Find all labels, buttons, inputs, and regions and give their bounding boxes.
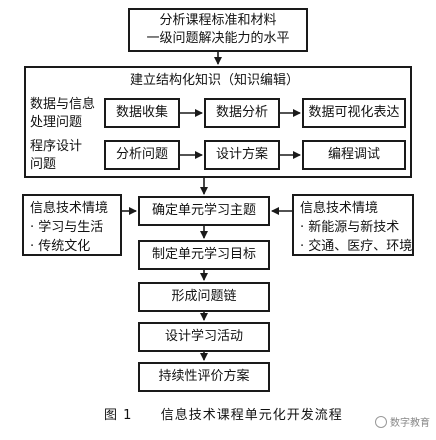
watermark-text: 数字教育 — [390, 418, 430, 429]
right-context-title: 信息技术情境 — [300, 201, 379, 216]
flow-step-design-activities: 设计学习活动 — [138, 322, 270, 352]
left-context-item: · 学习与生活 — [30, 220, 104, 235]
left-context-title: 信息技术情境 — [30, 201, 109, 216]
watermark: 数字教育 — [375, 414, 430, 429]
row1-label: 数据与信息 处理问题 — [30, 97, 96, 130]
row2-label: 程序设计 问题 — [30, 139, 83, 172]
figure-title: 信息技术课程单元化开发流程 — [160, 408, 343, 423]
knowledge-title: 建立结构化知识（知识编辑） — [130, 73, 300, 88]
right-context-item: · 交通、医疗、环境 — [300, 239, 413, 254]
top-box-line2: 一级问题解决能力的水平 — [146, 31, 290, 46]
right-context-item: · 新能源与新技术 — [300, 220, 400, 235]
top-box-line1: 分析课程标准和材料 — [159, 13, 277, 28]
flow-step-set-goals: 制定单元学习目标 — [138, 240, 270, 270]
knowledge-container — [24, 66, 412, 178]
step-data-analysis: 数据分析 — [204, 98, 280, 128]
left-context-item: · 传统文化 — [30, 239, 91, 254]
step-analyze-problem: 分析问题 — [104, 140, 180, 170]
wechat-icon — [375, 415, 387, 428]
flow-step-problem-chain: 形成问题链 — [138, 282, 270, 312]
figure-number: 图 1 — [104, 408, 133, 423]
step-programming-debug: 编程调试 — [302, 140, 406, 170]
step-design-plan: 设计方案 — [204, 140, 280, 170]
figure-caption: 图 1 信息技术课程单元化开发流程 — [104, 404, 343, 423]
flow-step-determine-theme: 确定单元学习主题 — [138, 196, 270, 226]
left-context-box: 信息技术情境 · 学习与生活 · 传统文化 — [22, 194, 122, 256]
right-context-box: 信息技术情境 · 新能源与新技术 · 交通、医疗、环境 — [292, 194, 414, 256]
flow-step-evaluation-plan: 持续性评价方案 — [138, 362, 270, 392]
step-data-visualization: 数据可视化表达 — [302, 98, 406, 128]
top-box: 分析课程标准和材料 一级问题解决能力的水平 — [128, 8, 308, 52]
step-data-collection: 数据收集 — [104, 98, 180, 128]
